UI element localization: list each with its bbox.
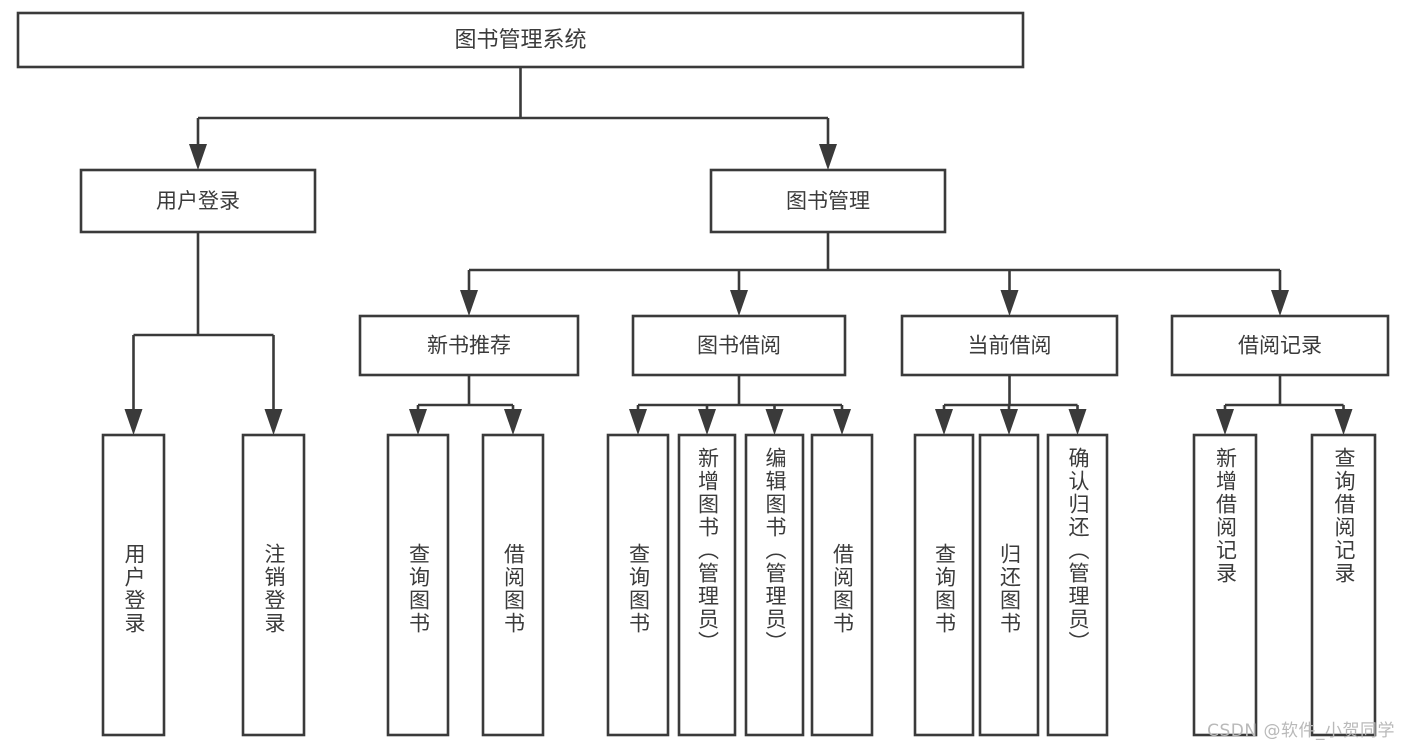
arrow-head-leaf-0-0 [124, 409, 143, 435]
node-label-root: 图书管理系统 [454, 28, 586, 53]
arrow-head-level3-3 [1271, 290, 1289, 316]
arrow-head-level3-2 [1000, 290, 1019, 316]
node-label-level2-1: 图书管理 [786, 189, 870, 213]
node-box-leaf-8 [913, 433, 975, 737]
node-box-leaf-9 [978, 433, 1040, 737]
arrow-head-leaf-3-0 [935, 409, 953, 435]
arrow-head-leaf-2-2 [765, 409, 784, 435]
arrow-head-level3-1 [730, 290, 748, 316]
node-box-level2-0 [79, 168, 317, 234]
node-box-leaf-2 [386, 433, 450, 737]
node-label-level3-1: 图书借阅 [697, 334, 781, 358]
node-box-layer [16, 11, 1390, 737]
arrow-head-leaf-2-3 [833, 409, 851, 435]
arrow-head-leaf-3-1 [1000, 409, 1018, 435]
arrow-head-leaf-2-1 [698, 409, 716, 435]
node-box-level3-3 [1170, 314, 1390, 377]
arrow-head-level2-0 [189, 144, 207, 170]
node-box-leaf-12 [1310, 433, 1377, 737]
node-box-leaf-4 [606, 433, 670, 737]
node-box-leaf-11 [1192, 433, 1258, 737]
arrow-head-leaf-1-0 [409, 409, 427, 435]
node-label-level3-0: 新书推荐 [427, 334, 511, 358]
arrow-head-level3-0 [460, 290, 478, 316]
connector-layer [124, 67, 1353, 435]
node-box-level2-1 [709, 168, 947, 234]
node-box-leaf-0 [101, 433, 166, 737]
node-box-leaf-10 [1046, 433, 1109, 737]
node-box-leaf-6 [744, 433, 805, 737]
node-box-leaf-3 [481, 433, 545, 737]
arrow-head-level2-1 [819, 144, 837, 170]
arrow-head-leaf-4-1 [1334, 409, 1353, 435]
node-box-leaf-1 [241, 433, 306, 737]
arrow-head-leaf-1-1 [504, 409, 522, 435]
watermark-text: CSDN @软件_小贺同学 [1207, 721, 1395, 741]
arrow-head-leaf-0-1 [264, 409, 283, 435]
arrow-head-leaf-3-2 [1068, 409, 1087, 435]
node-box-leaf-5 [677, 433, 737, 737]
node-box-leaf-7 [810, 433, 874, 737]
node-box-level3-0 [358, 314, 580, 377]
node-box-level3-2 [900, 314, 1119, 377]
node-label-level3-3: 借阅记录 [1238, 334, 1322, 358]
arrow-head-leaf-2-0 [629, 409, 647, 435]
node-box-root [16, 11, 1025, 69]
node-box-level3-1 [631, 314, 847, 377]
node-label-level3-2: 当前借阅 [968, 334, 1052, 358]
node-label-level2-0: 用户登录 [156, 189, 240, 213]
arrow-head-leaf-4-0 [1216, 409, 1234, 435]
